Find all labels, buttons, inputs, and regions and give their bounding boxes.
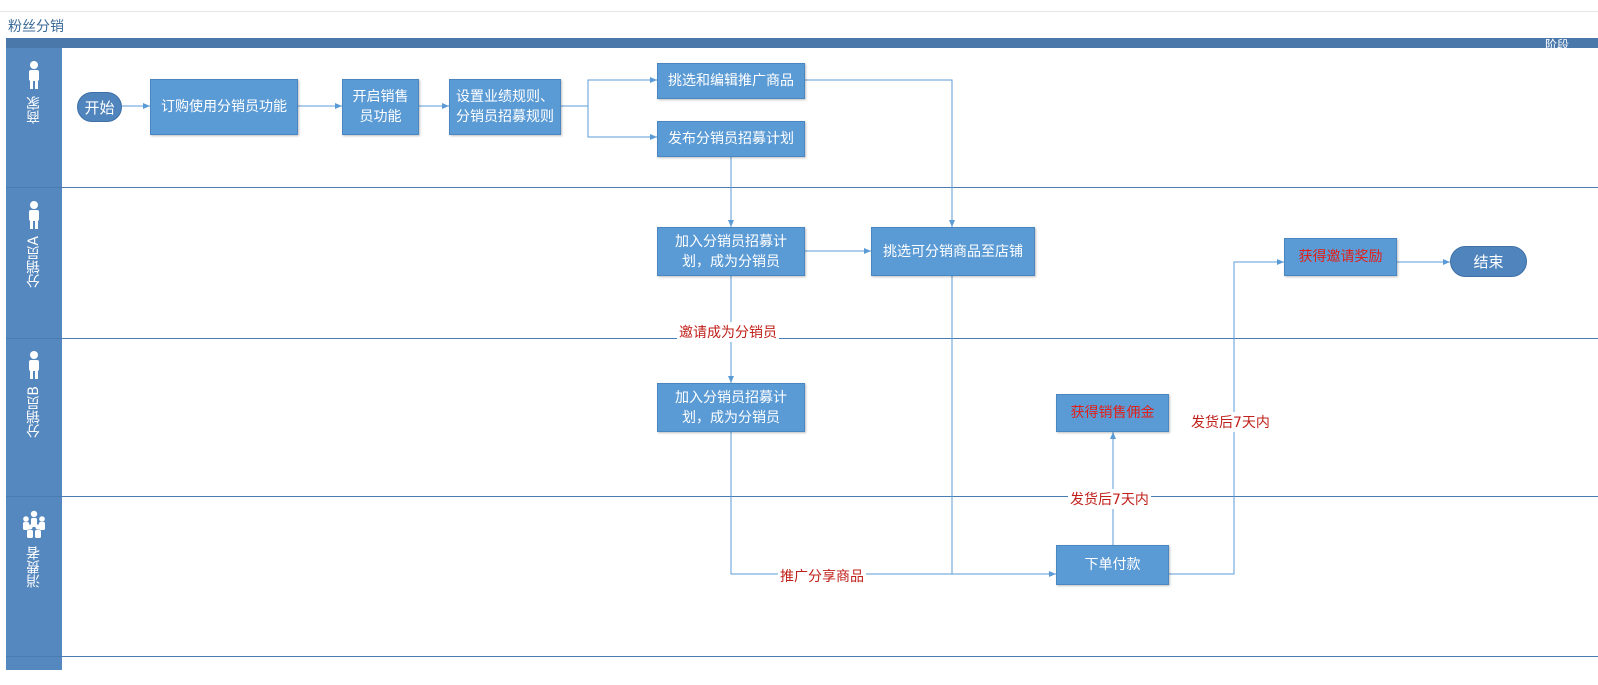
lane-divider: [6, 187, 1598, 188]
phase-band-label: 阶段: [1545, 38, 1570, 52]
page-title: 粉丝分销: [8, 19, 64, 35]
lane-divider: [6, 338, 1598, 339]
lane-consumer: 消费者: [6, 510, 62, 588]
join-plan-b-box[interactable]: 加入分销员招募计划，成为分销员: [657, 383, 805, 432]
edge-label-ship-7-days-commission: 发货后7天内: [1068, 489, 1151, 509]
join-plan-a-box[interactable]: 加入分销员招募计划，成为分销员: [657, 227, 805, 276]
set-rules-box[interactable]: 设置业绩规则、分销员招募规则: [449, 79, 561, 135]
lane-divider: [6, 496, 1598, 497]
enable-sales-feature-box[interactable]: 开启销售员功能: [342, 79, 419, 135]
person-icon: [29, 351, 39, 379]
lane-distributor-a: 分销员A: [6, 200, 62, 288]
edge-label-ship-7-days-reward: 发货后7天内: [1189, 412, 1272, 432]
phase-band: [6, 38, 1598, 48]
group-icon: [23, 510, 45, 538]
end-node[interactable]: 结束: [1450, 246, 1527, 277]
person-icon: [29, 61, 39, 89]
lane-merchant: 商家: [6, 60, 62, 124]
edge-label-invite: 邀请成为分销员: [677, 322, 779, 342]
pick-products-to-store-box[interactable]: 挑选可分销商品至店铺: [871, 227, 1035, 276]
place-order-pay-box[interactable]: 下单付款: [1056, 545, 1169, 585]
pick-edit-products-box[interactable]: 挑选和编辑推广商品: [657, 63, 805, 99]
sales-commission-box[interactable]: 获得销售佣金: [1056, 394, 1169, 432]
invite-reward-box[interactable]: 获得邀请奖励: [1284, 238, 1397, 276]
person-icon: [29, 201, 39, 229]
publish-recruit-plan-box[interactable]: 发布分销员招募计划: [657, 121, 805, 157]
lane-distributor-b: 分销员B: [6, 350, 62, 438]
page-title-bar: 粉丝分销: [0, 11, 1598, 38]
subscribe-distributor-feature-box[interactable]: 订购使用分销员功能: [150, 79, 298, 135]
start-node[interactable]: 开始: [77, 92, 122, 122]
lane-divider: [6, 656, 1598, 657]
edge-label-share: 推广分享商品: [778, 566, 866, 586]
